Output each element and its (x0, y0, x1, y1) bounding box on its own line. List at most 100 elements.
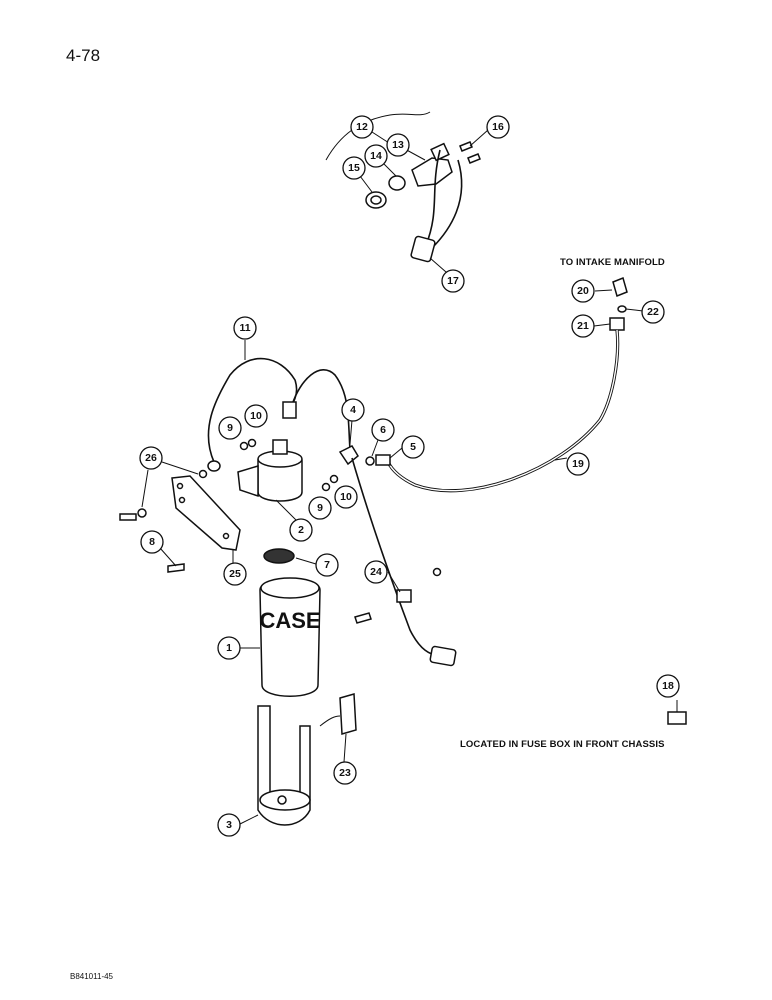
nut-fitting-part (609, 317, 625, 331)
callout-24: 24 (364, 560, 388, 584)
callout-8: 8 (140, 530, 164, 554)
filter-brand-label: CASE (259, 608, 320, 633)
leader-23 (343, 733, 347, 763)
fitting-part (612, 276, 628, 298)
bracket-hole (178, 496, 186, 504)
svg-text:10: 10 (340, 491, 352, 503)
callout-10-upper: 10 (244, 404, 268, 428)
callout-2: 2 (289, 518, 313, 542)
callout-16: 16 (486, 115, 510, 139)
svg-text:2: 2 (298, 524, 304, 536)
svg-text:9: 9 (227, 422, 233, 434)
sender-wire (431, 159, 463, 249)
svg-text:1: 1 (226, 642, 232, 654)
solenoid-assembly (119, 357, 457, 667)
nut-part (329, 474, 339, 484)
leader-22 (625, 308, 644, 312)
filter-cap-part (263, 548, 295, 564)
leader-26b (141, 469, 149, 508)
svg-text:16: 16 (492, 121, 504, 133)
svg-text:14: 14 (370, 150, 382, 162)
callout-7: 7 (315, 553, 339, 577)
leader-7 (295, 557, 317, 565)
leader-17 (429, 257, 447, 273)
nut-part (365, 456, 375, 466)
leader-8 (159, 547, 177, 567)
callout-26: 26 (139, 446, 163, 470)
sender-switch-part (411, 157, 453, 187)
filter-top (260, 577, 320, 599)
bolt-part (119, 513, 137, 521)
bracket-hole (176, 482, 184, 490)
bracket-stud (277, 795, 287, 805)
svg-text:18: 18 (662, 680, 674, 692)
document-code: B841011-45 (70, 972, 113, 981)
washer-part (239, 441, 249, 451)
svg-text:24: 24 (370, 566, 382, 578)
screw-part (459, 141, 473, 152)
nut-part (247, 438, 257, 448)
fuse-part-group (667, 700, 687, 725)
callout-23: 23 (333, 761, 357, 785)
wire-connector-part (410, 235, 436, 263)
lockwasher-part (198, 469, 208, 479)
callout-25: 25 (223, 562, 247, 586)
callout-21: 21 (571, 314, 595, 338)
callout-9-lower: 9 (308, 496, 332, 520)
leader-21 (593, 323, 611, 327)
washer-part (321, 482, 331, 492)
svg-text:12: 12 (356, 121, 368, 133)
strap-lead (319, 715, 341, 727)
sender-assembly (325, 111, 481, 263)
mounting-surface-outline (325, 111, 431, 161)
solenoid-bracket (237, 464, 259, 498)
svg-text:5: 5 (410, 441, 416, 453)
intake-fittings (386, 276, 628, 493)
leader-5 (389, 447, 403, 459)
fuse-location-note: LOCATED IN FUSE BOX IN FRONT CHASSIS (460, 739, 665, 750)
bolt-part (167, 563, 185, 573)
leader-2 (275, 499, 297, 521)
wire-connector-part (429, 645, 457, 667)
svg-text:21: 21 (577, 320, 589, 332)
callout-15: 15 (342, 156, 366, 180)
leader-14 (381, 161, 397, 177)
callout-20: 20 (571, 279, 595, 303)
screw-part (467, 153, 481, 164)
leader-19 (554, 457, 568, 461)
seal-inner (370, 195, 382, 205)
page-number: 4-78 (66, 46, 101, 65)
svg-text:13: 13 (392, 139, 404, 151)
elbow-fitting-part (338, 445, 359, 466)
callout-22: 22 (641, 300, 665, 324)
svg-text:6: 6 (380, 424, 386, 436)
svg-text:26: 26 (145, 452, 157, 464)
svg-text:22: 22 (647, 306, 659, 318)
svg-text:7: 7 (324, 559, 330, 571)
svg-text:4: 4 (350, 404, 356, 416)
svg-text:19: 19 (572, 458, 584, 470)
callout-5: 5 (401, 435, 425, 459)
vacuum-tube-core (387, 329, 619, 492)
clip-part (396, 589, 412, 603)
leader-24 (387, 571, 401, 593)
ring-terminal (207, 460, 221, 472)
svg-text:9: 9 (317, 502, 323, 514)
nut-part (388, 175, 406, 191)
callout-4: 4 (341, 398, 365, 422)
leader-3 (239, 814, 259, 825)
tube-fitting-part (375, 454, 391, 466)
callout-3: 3 (217, 813, 241, 837)
harness-plug (282, 401, 297, 419)
svg-text:8: 8 (149, 536, 155, 548)
callout-18: 18 (656, 674, 680, 698)
svg-text:10: 10 (250, 410, 262, 422)
callout-14: 14 (364, 144, 388, 168)
leader-26 (161, 461, 199, 475)
screw-part (354, 612, 372, 624)
svg-text:15: 15 (348, 162, 360, 174)
callout-19: 19 (566, 452, 590, 476)
callout-10-lower: 10 (334, 485, 358, 509)
